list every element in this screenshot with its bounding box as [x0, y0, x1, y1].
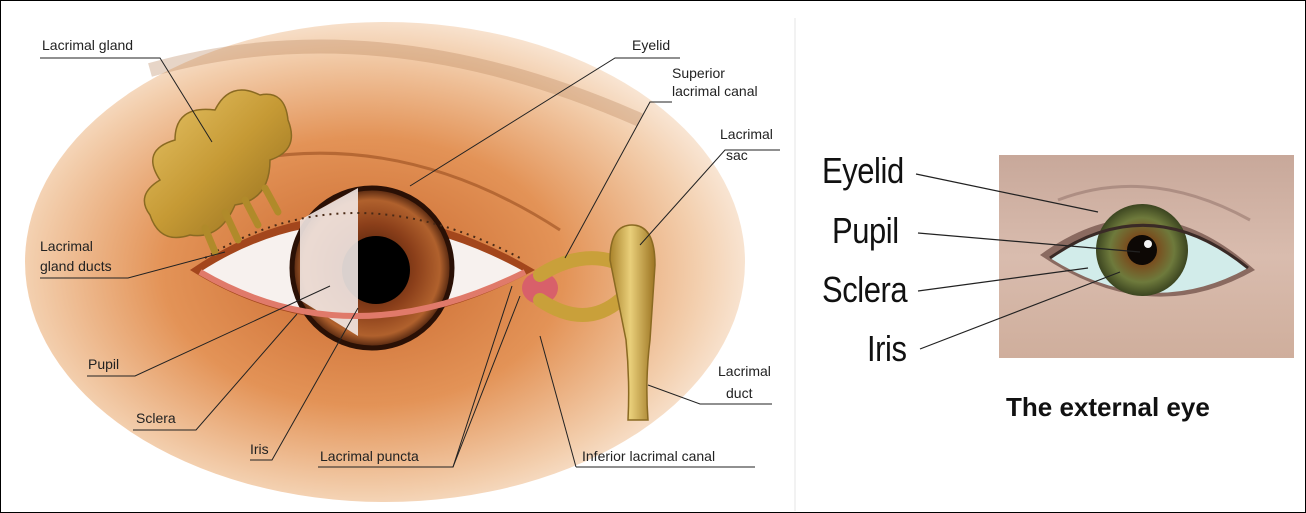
photo-highlight: [1144, 240, 1152, 248]
photo-label-pupil: Pupil: [832, 212, 899, 250]
label-lacrimal-sac-line1: Lacrimal: [720, 126, 773, 143]
label-iris: Iris: [250, 441, 269, 458]
label-inferior-canal: Inferior lacrimal canal: [582, 448, 715, 465]
label-superior-canal-line2: lacrimal canal: [672, 83, 758, 100]
photo-label-iris: Iris: [867, 330, 907, 368]
label-gland-ducts-line2: gland ducts: [40, 258, 112, 275]
photo-pupil: [1127, 235, 1157, 265]
photo-label-eyelid: Eyelid: [822, 152, 904, 190]
label-pupil: Pupil: [88, 356, 119, 373]
label-lacrimal-puncta: Lacrimal puncta: [320, 448, 419, 465]
label-sclera: Sclera: [136, 410, 176, 427]
label-gland-ducts-line1: Lacrimal: [40, 238, 93, 255]
external-eye-photo: [999, 155, 1294, 358]
label-lacrimal-gland: Lacrimal gland: [42, 37, 133, 54]
label-lacrimal-duct-line2: duct: [726, 385, 752, 402]
label-superior-canal-line1: Superior: [672, 65, 725, 82]
photo-label-sclera: Sclera: [822, 271, 907, 309]
label-lacrimal-sac-line2: sac: [726, 147, 748, 164]
label-eyelid: Eyelid: [632, 37, 670, 54]
label-lacrimal-duct-line1: Lacrimal: [718, 363, 771, 380]
external-eye-caption: The external eye: [1006, 392, 1210, 423]
